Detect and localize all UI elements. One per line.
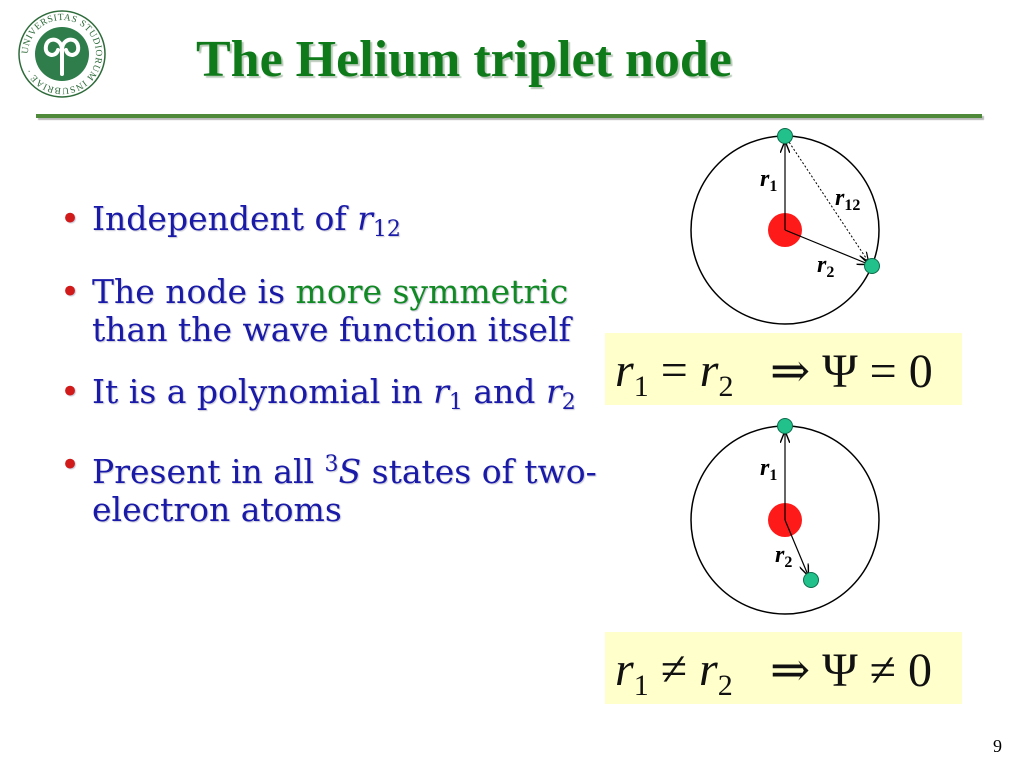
equation-equal-radii: r1 = r2 ⇒ Ψ = 0 — [605, 333, 962, 405]
bullet-item: • Present in all 3S states of two-electr… — [60, 445, 597, 529]
r12-vector — [786, 138, 868, 261]
label-r2: r2 — [775, 542, 792, 571]
bullet-dot-icon: • — [60, 199, 81, 239]
bullet-dot-icon: • — [60, 272, 81, 312]
electron-1 — [777, 128, 793, 144]
atom-diagram-unequal-radii: r1 r2 — [690, 418, 880, 615]
slide-title: The Helium triplet node — [196, 31, 732, 88]
bullet-dot-icon: • — [60, 445, 81, 485]
atom-diagram-equal-radii: r1 r12 r2 — [690, 128, 880, 325]
electron-1 — [777, 418, 793, 434]
bullet-dot-icon: • — [60, 372, 81, 412]
title-underline — [36, 114, 982, 118]
label-r1: r1 — [760, 166, 777, 195]
highlight-text: more symmetric — [295, 272, 569, 311]
r2-vector — [784, 229, 868, 264]
label-r1: r1 — [760, 455, 777, 484]
university-seal-logo: UNIVERSITAS STUDIORUM INSUBRIAE · — [18, 10, 106, 98]
bullet-item: • The node is more symmetric than the wa… — [60, 272, 571, 349]
bullet-item: • It is a polynomial in r1 and r2 — [60, 372, 576, 416]
label-r2: r2 — [817, 252, 834, 281]
bullet-list: • Independent of r12 • The node is more … — [60, 200, 600, 553]
equation-unequal-radii: r1 ≠ r2 ⇒ Ψ ≠ 0 — [605, 632, 962, 704]
r2-vector — [784, 519, 808, 575]
electron-2 — [803, 572, 819, 588]
bullet-item: • Independent of r12 — [60, 199, 401, 243]
page-number: 9 — [993, 736, 1002, 756]
electron-2 — [864, 258, 880, 274]
label-r12: r12 — [835, 185, 860, 214]
